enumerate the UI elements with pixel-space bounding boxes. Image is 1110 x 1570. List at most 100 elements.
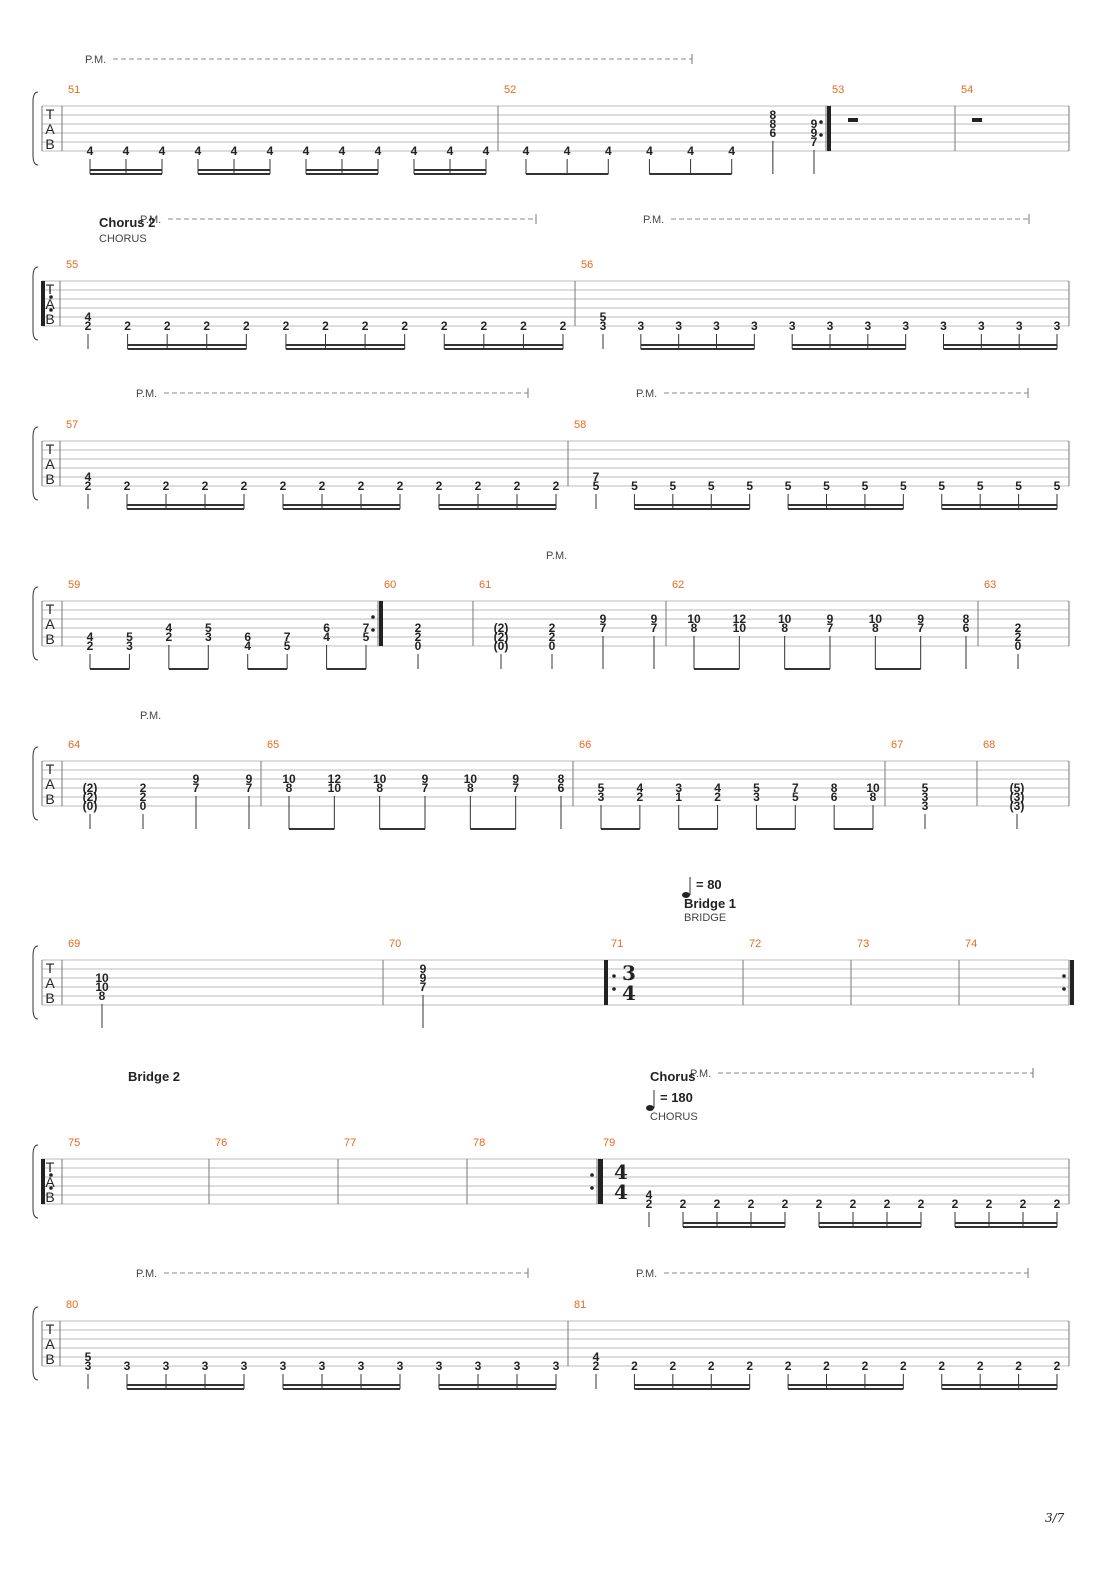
fret-number: 2: [520, 319, 527, 333]
fret-number: (5): [1010, 781, 1025, 795]
fret-number: 2: [785, 1359, 792, 1373]
measure-number: 69: [68, 938, 80, 950]
fret-number: 4: [267, 144, 274, 158]
fret-number: 2: [319, 479, 326, 493]
fret-number: 2: [746, 1359, 753, 1373]
fret-number: 5: [746, 479, 753, 493]
fret-number: 2: [560, 319, 567, 333]
fret-number: 3: [637, 319, 644, 333]
fret-number: 2: [816, 1197, 823, 1211]
fret-number: 10: [95, 980, 109, 994]
palm-mute-label: P.M.: [546, 550, 567, 562]
system-brace: [32, 1306, 39, 1381]
measure-number: 60: [384, 579, 396, 591]
fret-number: 2: [140, 790, 147, 804]
fret-number: (3): [1010, 799, 1025, 813]
fret-number: 4: [375, 144, 382, 158]
fret-number: 7: [593, 470, 600, 484]
tab-clef-letter: B: [45, 1189, 54, 1205]
fret-number: 9: [420, 971, 427, 985]
fret-number: 3: [514, 1359, 521, 1373]
fret-number: 2: [164, 319, 171, 333]
fret-number: 2: [631, 1359, 638, 1373]
fret-number: 4: [85, 310, 92, 324]
fret-number: (3): [1010, 790, 1025, 804]
fret-number: 2: [938, 1359, 945, 1373]
measure-number: 81: [574, 1299, 586, 1311]
fret-number: 3: [902, 319, 909, 333]
fret-number: 3: [319, 1359, 326, 1373]
fret-number: 3: [978, 319, 985, 333]
measure: 73: [857, 938, 869, 950]
fret-number: 3: [553, 1359, 560, 1373]
measure: 68(5)(3)(3): [983, 739, 1024, 829]
fret-number: 5: [938, 479, 945, 493]
fret-number: 2: [1015, 1359, 1022, 1373]
measure-number: 54: [961, 84, 973, 96]
fret-number: 9: [827, 612, 834, 626]
measure-number: 78: [473, 1137, 485, 1149]
fret-number: 4: [411, 144, 418, 158]
fret-number: 2: [85, 479, 92, 493]
fret-number: 2: [401, 319, 408, 333]
fret-number: 2: [1015, 630, 1022, 644]
fret-number: 5: [862, 479, 869, 493]
tab-clef-letter: B: [45, 990, 54, 1006]
fret-number: 8: [376, 781, 383, 795]
tab-clef-letter: A: [45, 1174, 55, 1190]
repeat-dot: [590, 1186, 594, 1190]
fret-number: 4: [231, 144, 238, 158]
measure: 54: [961, 84, 973, 96]
measure-number: 59: [68, 579, 80, 591]
measure-number: 56: [581, 259, 593, 271]
time-signature-bottom: 4: [614, 1180, 628, 1204]
fret-number: 2: [714, 1197, 721, 1211]
tab-clef-letter: A: [45, 776, 55, 792]
measure-number: 52: [504, 84, 516, 96]
fret-number: 4: [339, 144, 346, 158]
measure: 77: [344, 1137, 356, 1149]
time-signature-top: 3: [622, 961, 636, 985]
fret-number: 5: [85, 1350, 92, 1364]
fret-number: 9: [420, 962, 427, 976]
fret-number: 0: [549, 639, 556, 653]
tempo-marking: = 180: [660, 1090, 693, 1105]
palm-mute-label: P.M.: [636, 1268, 657, 1280]
section-label: Bridge 1: [684, 896, 736, 911]
fret-number: 4: [87, 630, 94, 644]
measure-number: 66: [579, 739, 591, 751]
fret-number: 10: [866, 781, 880, 795]
fret-number: 4: [564, 144, 571, 158]
fret-number: 8: [99, 989, 106, 1003]
fret-number: 7: [600, 621, 607, 635]
tempo-marking: = 80: [696, 877, 722, 892]
fret-number: 2: [637, 790, 644, 804]
fret-number: 2: [514, 479, 521, 493]
tab-clef-letter: T: [46, 281, 55, 297]
whole-rest: [972, 118, 982, 122]
measure: 72: [749, 938, 761, 950]
measure-number: 75: [68, 1137, 80, 1149]
fret-number: 3: [600, 319, 607, 333]
measure-number: 58: [574, 419, 586, 431]
fret-number: 2: [1054, 1197, 1061, 1211]
fret-number: 8: [286, 781, 293, 795]
measure: 74: [965, 938, 977, 950]
palm-mute-label: P.M.: [140, 710, 161, 722]
fret-number: 8: [831, 781, 838, 795]
measure-number: 51: [68, 84, 80, 96]
tab-clef-letter: A: [45, 456, 55, 472]
fret-number: 4: [195, 144, 202, 158]
